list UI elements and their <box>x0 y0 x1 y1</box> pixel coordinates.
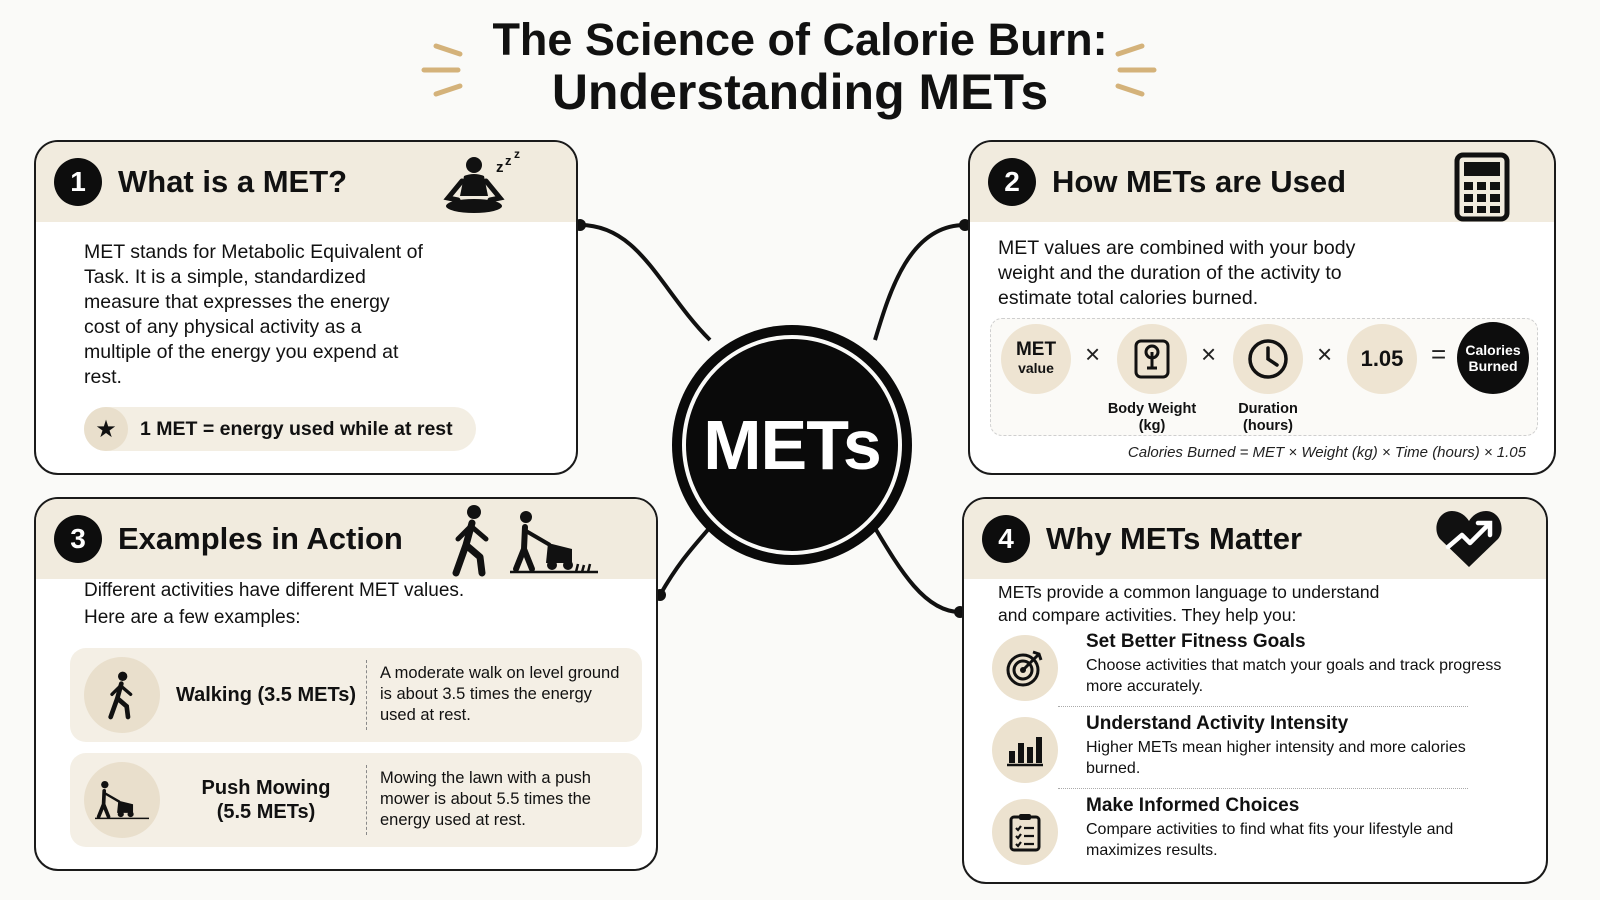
duration-label-2: (hours) <box>1243 418 1293 434</box>
card-header: 2 How METs are Used <box>970 142 1554 222</box>
highlight-text: 1 MET = energy used while at rest <box>140 417 453 440</box>
benefit-title: Make Informed Choices <box>1086 795 1300 816</box>
examples-intro-2: Here are a few examples: <box>84 607 301 628</box>
card-header: 3 Examples in Action <box>36 499 656 579</box>
example-desc: A moderate walk on level ground is about… <box>380 664 620 724</box>
calculator-icon <box>1454 152 1510 222</box>
title-line-2: Understanding METs <box>551 64 1049 120</box>
svg-text:z: z <box>514 148 520 161</box>
card-how-used: 2 How METs are Used MET values are combi… <box>968 140 1556 475</box>
duration-label-1: Duration <box>1238 401 1298 417</box>
center-mets-badge: METs <box>672 325 912 565</box>
divider <box>366 660 367 730</box>
duration-circle <box>1233 324 1303 394</box>
constant-circle: 1.05 <box>1347 324 1417 394</box>
multiply-sign: × <box>1201 339 1217 369</box>
benefit-goals: Set Better Fitness Goals Choose activiti… <box>992 631 1512 711</box>
formula-note: Calories Burned = MET × Weight (kg) × Ti… <box>1127 444 1526 461</box>
meditation-icon: z z z <box>443 148 520 213</box>
lawn-mower-icon <box>84 762 160 838</box>
example-name: Push Mowing(5.5 METs) <box>166 753 366 847</box>
multiply-sign: × <box>1317 339 1333 369</box>
card-title: How METs are Used <box>1052 164 1347 199</box>
met-definition: MET stands for Metabolic Equivalent of T… <box>84 241 423 388</box>
card-title: What is a MET? <box>118 164 348 199</box>
weight-label-1: Body Weight <box>1107 401 1197 417</box>
svg-text:z: z <box>505 153 512 168</box>
svg-text:z: z <box>496 159 504 176</box>
step-number: 3 <box>54 515 102 563</box>
step-number: 2 <box>988 158 1036 206</box>
met-value-sub: value <box>1018 360 1054 376</box>
result-text-1: Calories <box>1465 342 1521 358</box>
weight-label: Body Weight(kg) <box>1097 401 1207 435</box>
card-header: 1 What is a MET? z z z <box>36 142 576 222</box>
step-number: 4 <box>982 515 1030 563</box>
card-examples: 3 Examples in Action Different activitie… <box>34 497 658 871</box>
body-weight-circle <box>1117 324 1187 394</box>
benefit-desc: Higher METs mean higher intensity and mo… <box>1086 739 1466 777</box>
example-name-1: Push Mowing <box>201 777 331 799</box>
benefit-title: Set Better Fitness Goals <box>1086 631 1306 652</box>
star-icon: ★ <box>84 407 128 451</box>
clipboard-icon <box>992 799 1058 865</box>
title-line-1: The Science of Calorie Burn: <box>492 14 1108 65</box>
example-push-mowing: Push Mowing(5.5 METs) Mowing the lawn wi… <box>70 753 642 847</box>
clock-icon <box>1248 339 1288 379</box>
equals-sign: = <box>1431 339 1447 369</box>
scale-icon <box>1134 339 1170 379</box>
center-label: METs <box>703 406 881 484</box>
multiply-sign: × <box>1085 339 1101 369</box>
example-desc: Mowing the lawn with a push mower is abo… <box>380 769 591 829</box>
card-title: Examples in Action <box>118 521 403 556</box>
step-number: 1 <box>54 158 102 206</box>
left-burst-icon <box>421 43 463 97</box>
card-why-matter: 4 Why METs Matter METs provide a common … <box>962 497 1548 884</box>
example-walking: Walking (3.5 METs) A moderate walk on le… <box>70 648 642 742</box>
separator <box>1058 706 1468 707</box>
target-icon <box>992 635 1058 701</box>
card-title: Why METs Matter <box>1046 521 1303 556</box>
benefit-choices: Make Informed Choices Compare activities… <box>992 795 1512 875</box>
why-intro: METs provide a common language to unders… <box>998 582 1380 625</box>
heart-trend-icon <box>1436 511 1502 567</box>
met-value-text: MET <box>1015 339 1057 360</box>
benefit-desc: Compare activities to find what fits you… <box>1086 821 1454 859</box>
result-text-2: Burned <box>1468 358 1518 374</box>
walking-icon <box>452 505 489 577</box>
highlight-pill: ★ 1 MET = energy used while at rest <box>84 407 476 451</box>
card-header: 4 Why METs Matter <box>964 499 1546 579</box>
page-title: The Science of Calorie Burn: Understandi… <box>0 14 1600 118</box>
right-burst-icon <box>1115 43 1157 97</box>
examples-intro: Different activities have different MET … <box>84 577 464 631</box>
separator <box>1058 788 1468 789</box>
lawn-mower-icon <box>510 511 598 574</box>
duration-label: Duration(hours) <box>1223 401 1313 435</box>
example-name: Walking (3.5 METs) <box>175 684 357 706</box>
card-what-is-met: 1 What is a MET? z z z MET stands for Me… <box>34 140 578 475</box>
examples-intro-1: Different activities have different MET … <box>84 580 465 601</box>
example-name-2: (5.5 METs) <box>216 801 316 823</box>
benefit-title: Understand Activity Intensity <box>1086 713 1349 734</box>
usage-description: MET values are combined with your body w… <box>998 237 1356 309</box>
benefit-intensity: Understand Activity Intensity Higher MET… <box>992 713 1512 793</box>
walking-icon <box>84 657 160 733</box>
weight-label-2: (kg) <box>1138 418 1166 434</box>
bar-chart-icon <box>992 717 1058 783</box>
benefit-desc: Choose activities that match your goals … <box>1086 657 1502 695</box>
divider <box>366 765 367 835</box>
